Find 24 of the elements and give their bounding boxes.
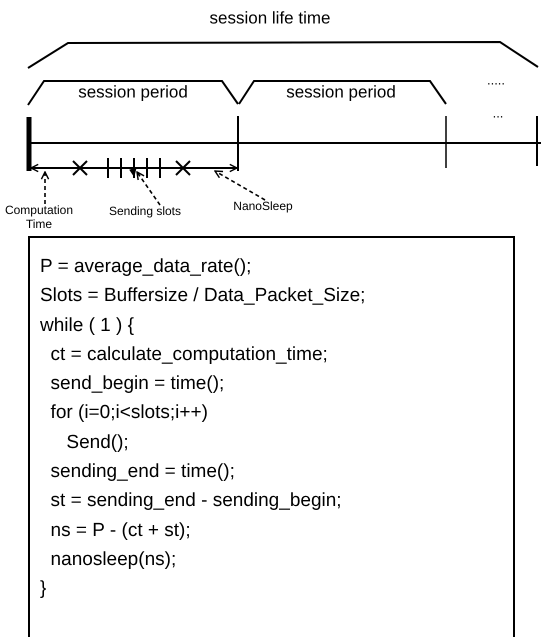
code-line: nanosleep(ns); <box>50 548 178 572</box>
ellipsis: ..... <box>486 74 506 86</box>
code-line: Slots = Buffersize / Data_Packet_Size; <box>40 284 366 308</box>
bracket-label: session period <box>78 84 188 100</box>
code-box <box>28 236 515 637</box>
code-line: st = sending_end - sending_begin; <box>50 489 343 514</box>
bracket-label: session life time <box>210 10 330 26</box>
bracket-label: session period <box>286 84 396 100</box>
code-line: Send(); <box>65 430 130 455</box>
ellipsis: ... <box>492 106 504 120</box>
code-line: P = average_data_rate(); <box>40 255 252 279</box>
leader-line <box>136 171 161 206</box>
code-line: while ( 1 ) { <box>40 314 135 338</box>
code-line: sending_end = time(); <box>50 460 236 484</box>
code-line: for (i=0;i<slots;i++) <box>50 401 209 426</box>
annotation-label: Sending slots <box>108 205 182 219</box>
code-line: ns = P - (ct + st); <box>50 518 192 543</box>
code-line: send_begin = time(); <box>50 372 226 396</box>
code-line: } <box>40 577 48 602</box>
leader-line <box>40 171 50 204</box>
leader-line <box>214 170 266 201</box>
code-line: ct = calculate_computation_time; <box>50 342 329 367</box>
annotation-label: NanoSleep <box>232 200 294 214</box>
annotation-label: Computation Time <box>4 204 74 232</box>
